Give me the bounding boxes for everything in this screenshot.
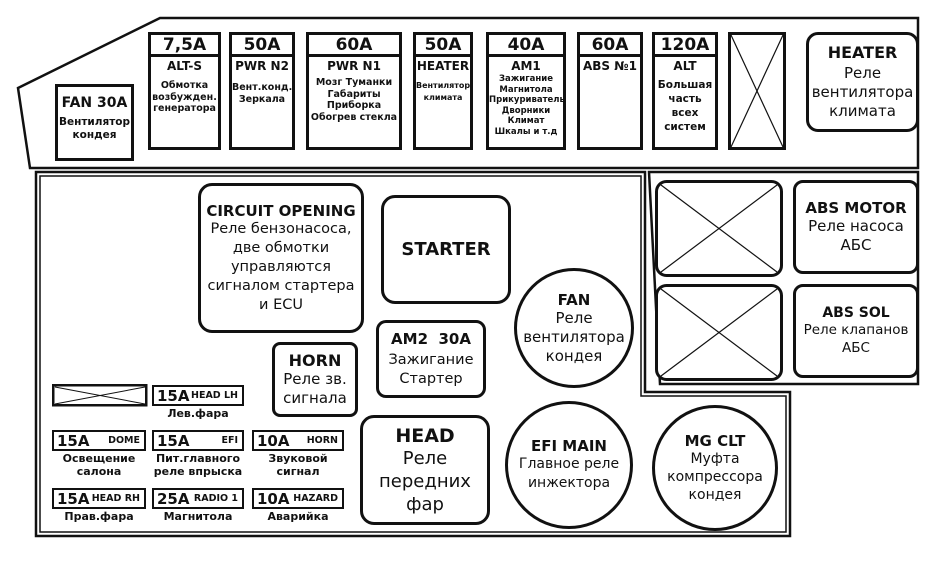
fan-relay: FAN Реле вентилятора кондея [514, 268, 634, 388]
fuse-desc: Большая часть всех систем [657, 79, 713, 133]
head-title: HEAD [395, 424, 455, 447]
mg-clt-title: MG CLT [684, 432, 746, 450]
mini-fuse-name: EFI [221, 435, 238, 446]
fuse-heater: 50A HEATER Вентилятор климата [413, 32, 473, 150]
fuse-code: PWR N2 [235, 59, 289, 73]
fuse-alt-s: 7,5A ALT-S Обмотка возбужден. генератора [148, 32, 221, 150]
mini-fuse-amp: 10A [257, 489, 290, 508]
fuse-desc: Обмотка возбужден. генератора [152, 80, 217, 114]
fuse-abs-1: 60A ABS №1 [577, 32, 643, 150]
mini-fuse-name: HEAD LH [191, 390, 238, 401]
fan-30a-title: FAN 30A [61, 95, 128, 111]
starter-relay: STARTER [381, 195, 511, 304]
fan-relay-desc: Реле вентилятора кондея [523, 308, 625, 365]
abs-motor-title: ABS MOTOR [805, 199, 907, 217]
fuse-desc: Мозг Туманки Габариты Приборка Обогрев с… [310, 77, 398, 123]
mini-fuse-head-rh: 15A HEAD RH [52, 488, 146, 509]
am2-relay: AM2 30A Зажигание Стартер [376, 320, 486, 398]
fuse-am1: 40A AM1 Зажигание Магнитола Прикуривател… [486, 32, 566, 150]
fuse-amp: 120A [655, 35, 715, 57]
circuit-opening-title: CIRCUIT OPENING [206, 201, 356, 220]
efi-main-desc: Главное реле инжектора [518, 456, 620, 491]
abs-sol-desc: Реле клапанов АБС [803, 322, 909, 356]
empty-fuse-slot [728, 32, 786, 150]
fuse-amp: 50A [232, 35, 292, 57]
fan-30a-fuse: FAN 30A Вентилятор кондея [55, 84, 134, 161]
circuit-opening-relay: CIRCUIT OPENING Реле бензонасоса, две об… [198, 183, 364, 333]
head-relay: HEAD Реле передних фар [360, 415, 490, 525]
heater-relay-desc: Реле вентилятора климата [811, 64, 914, 120]
efi-main-relay: EFI MAIN Главное реле инжектора [505, 401, 633, 529]
fuse-amp: 40A [489, 35, 563, 57]
horn-relay: HORN Реле зв. сигнала [272, 342, 358, 417]
abs-sol-title: ABS SOL [822, 305, 890, 321]
fuse-desc: Вент.конд. Зеркала [232, 82, 293, 105]
mini-fuse-name: HAZARD [293, 493, 338, 504]
fuse-code: AM1 [511, 59, 541, 73]
mini-fuse-amp: 15A [57, 489, 90, 508]
starter-title: STARTER [401, 239, 491, 260]
fuse-desc: Вентилятор климата [416, 81, 471, 102]
mini-fuse-caption: Освещение салона [62, 452, 136, 478]
mini-fuse-head-lh: 15A HEAD LH [152, 385, 244, 406]
mg-clt-desc: Муфта компрессора кондея [667, 451, 763, 503]
heater-relay: HEATER Реле вентилятора климата [806, 32, 919, 132]
fan-30a-desc: Вентилятор кондея [58, 116, 131, 141]
mini-fuse-name: HORN [306, 435, 338, 446]
mini-fuse-caption: Пит.главного реле впрыска [153, 452, 243, 478]
empty-relay-slot [655, 180, 783, 277]
mini-fuse-radio-1: 25A RADIO 1 [152, 488, 244, 509]
fuse-pwr-n1: 60A PWR N1 Мозг Туманки Габариты Приборк… [306, 32, 402, 150]
mini-fuse-caption: Магнитола [163, 510, 233, 523]
abs-motor-desc: Реле насоса АБС [808, 217, 904, 254]
mini-fuse-name: DOME [108, 435, 140, 446]
mini-fuse-name: RADIO 1 [193, 493, 238, 504]
am2-title: AM2 30A [391, 329, 471, 348]
fuse-code: HEATER [416, 59, 470, 73]
mini-fuse-hazard: 10A HAZARD [252, 488, 344, 509]
mini-fuse-amp: 15A [57, 431, 90, 450]
mini-fuse-amp: 15A [157, 386, 190, 405]
horn-title: HORN [288, 351, 342, 370]
empty-mini-fuse-slot [52, 384, 148, 407]
fuse-amp: 7,5A [151, 35, 218, 57]
fuse-code: ALT-S [167, 59, 202, 73]
mini-fuse-caption: Аварийка [267, 510, 329, 523]
mini-fuse-amp: 25A [157, 489, 190, 508]
fuse-alt: 120A ALT Большая часть всех систем [652, 32, 718, 150]
abs-sol-relay: ABS SOL Реле клапанов АБС [793, 284, 919, 378]
fuse-desc: Зажигание Магнитола Прикуриватель Дворни… [489, 74, 565, 137]
mg-clt-relay: MG CLT Муфта компрессора кондея [652, 405, 778, 531]
abs-motor-relay: ABS MOTOR Реле насоса АБС [793, 180, 919, 274]
fuse-amp: 60A [309, 35, 399, 57]
fan-relay-title: FAN [557, 290, 591, 309]
mini-fuse-efi: 15A EFI [152, 430, 244, 451]
fuse-amp: 60A [580, 35, 640, 57]
horn-desc: Реле зв. сигнала [283, 370, 347, 407]
mini-fuse-caption: Лев.фара [167, 407, 229, 420]
mini-fuse-horn: 10A HORN [252, 430, 344, 451]
fuse-pwr-n2: 50A PWR N2 Вент.конд. Зеркала [229, 32, 295, 150]
mini-fuse-amp: 10A [257, 431, 290, 450]
head-desc: Реле передних фар [379, 447, 471, 515]
mini-fuse-amp: 15A [157, 431, 190, 450]
am2-desc: Зажигание Стартер [388, 351, 474, 387]
empty-relay-slot [655, 284, 783, 381]
mini-fuse-dome: 15A DOME [52, 430, 146, 451]
heater-relay-title: HEATER [827, 43, 898, 62]
efi-main-title: EFI MAIN [531, 437, 607, 455]
fuse-code: ALT [673, 59, 697, 73]
mini-fuse-caption: Прав.фара [64, 510, 134, 523]
mini-fuse-name: HEAD RH [91, 493, 140, 504]
fuse-code: PWR N1 [327, 59, 381, 73]
fuse-code: ABS №1 [582, 59, 638, 73]
fuse-amp: 50A [416, 35, 470, 57]
circuit-opening-desc: Реле бензонасоса, две обмотки управляютс… [207, 220, 355, 313]
mini-fuse-caption: Звуковой сигнал [268, 452, 328, 478]
